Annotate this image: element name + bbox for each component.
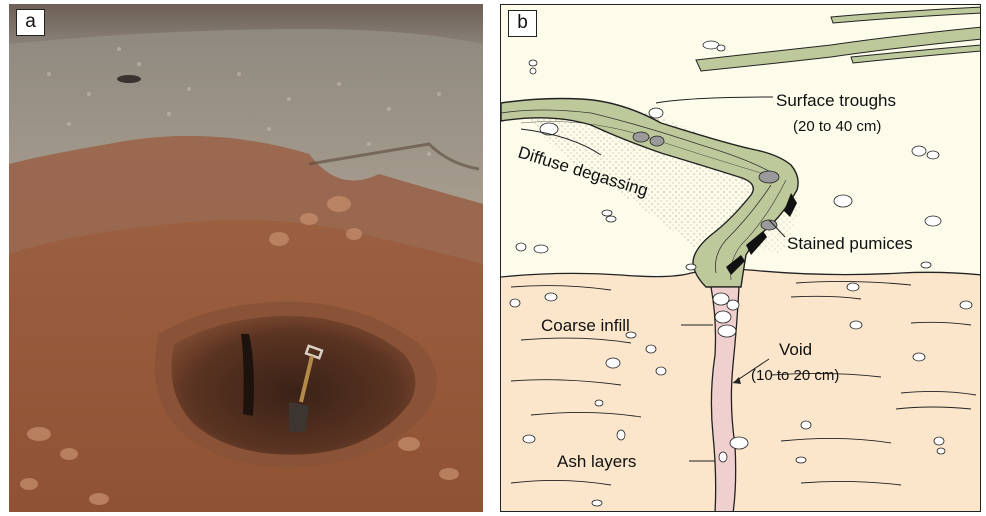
trough-schematic: Surface troughs (20 to 40 cm) Diffuse de… bbox=[501, 5, 981, 512]
dark-rock bbox=[117, 75, 141, 83]
ash-deposit bbox=[501, 269, 981, 512]
label-ash-layers: Ash layers bbox=[557, 452, 636, 471]
panel-label-a: a bbox=[16, 9, 45, 36]
diagram-panel-b: Surface troughs (20 to 40 cm) Diffuse de… bbox=[500, 4, 981, 512]
photo-panel-a: a bbox=[9, 4, 483, 512]
label-surface-troughs: Surface troughs bbox=[776, 91, 896, 110]
stained-pumice bbox=[633, 132, 649, 142]
pit-photograph bbox=[9, 4, 483, 512]
label-surface-troughs-size: (20 to 40 cm) bbox=[793, 118, 881, 135]
panel-label-b: b bbox=[508, 10, 537, 37]
label-stained-pumices: Stained pumices bbox=[787, 234, 913, 253]
label-coarse-infill: Coarse infill bbox=[541, 316, 630, 335]
label-void: Void bbox=[779, 340, 812, 359]
label-void-size: (10 to 20 cm) bbox=[751, 367, 839, 384]
